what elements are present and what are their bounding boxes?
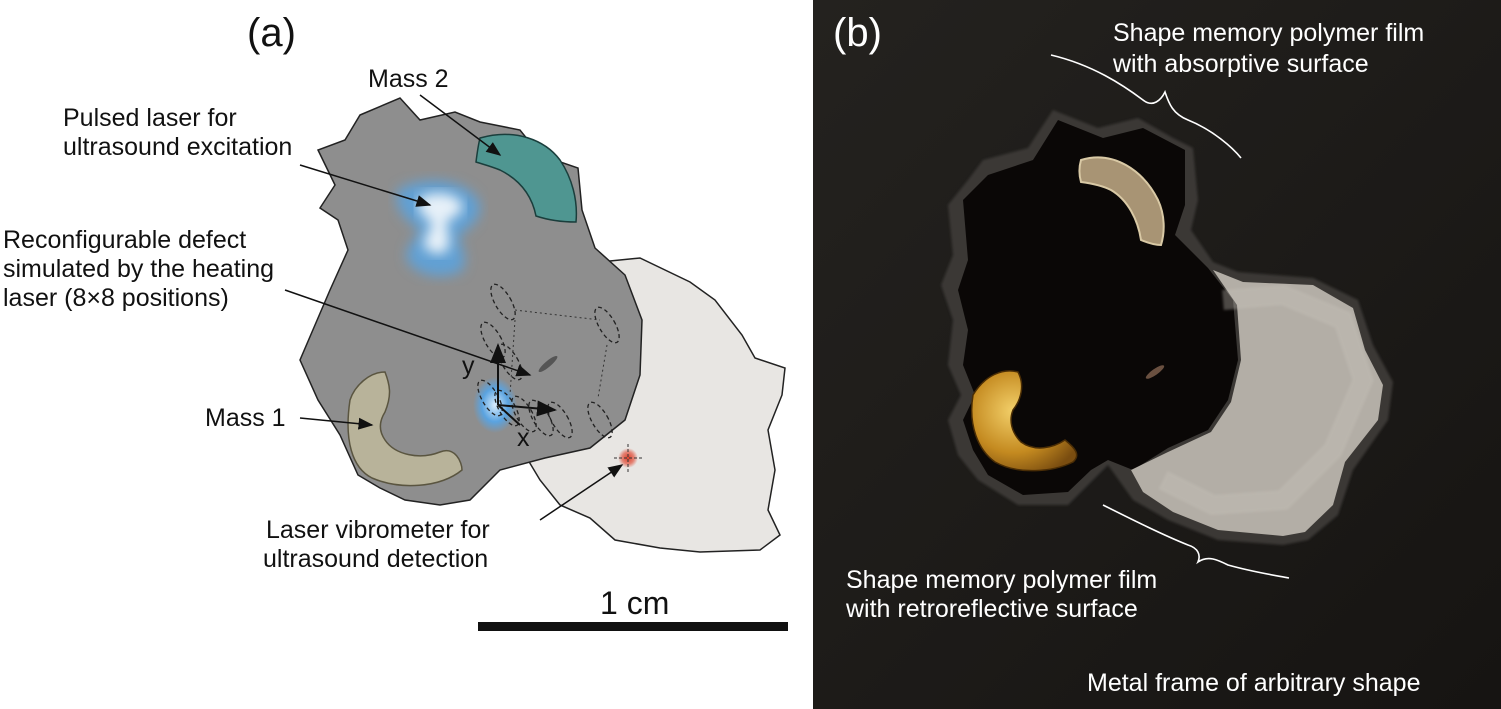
defect-label-line3: laser (8×8 positions)	[3, 284, 229, 312]
defect-mark	[538, 355, 558, 373]
vibrometer-label-line1: Laser vibrometer for	[266, 516, 490, 544]
scale-bar	[478, 622, 788, 631]
grid-outline	[509, 309, 608, 399]
mass1-label: Mass 1	[205, 404, 286, 432]
panel-b-photo: (b) Shape memory polymer film with absor…	[813, 0, 1501, 709]
absorptive-film	[958, 120, 1238, 495]
retroreflective-bracket	[1102, 504, 1290, 579]
panel-b-letter: (b)	[833, 11, 882, 55]
photo-defect-mark	[1145, 365, 1165, 379]
defect-label-line1: Reconfigurable defect	[3, 226, 247, 254]
panel-a-schematic: (a) Mass 2 Pulsed laser for ultrasound e…	[3, 11, 788, 631]
axis-y-label: y	[462, 352, 475, 380]
pulsed-laser-label-line2: ultrasound excitation	[63, 133, 293, 161]
retroreflective-label-line1: Shape memory polymer film	[846, 566, 1158, 594]
absorptive-bracket	[1050, 54, 1242, 159]
photo-drawing	[813, 0, 1501, 709]
mass1-shape	[347, 371, 463, 487]
photo-mass1	[971, 370, 1078, 472]
pulsed-laser-label-line1: Pulsed laser for	[63, 104, 237, 132]
photo-mass2	[1078, 156, 1165, 247]
defect-label-line2: simulated by the heating	[3, 255, 275, 283]
coordinate-axes	[490, 343, 557, 426]
scale-bar-label: 1 cm	[600, 585, 670, 621]
absorptive-label-line2: with absorptive surface	[1113, 50, 1369, 78]
vibrometer-spot	[614, 444, 642, 472]
frame-label: Metal frame of arbitrary shape	[1087, 669, 1421, 697]
panel-a-letter: (a)	[247, 11, 296, 55]
vibrometer-label-line2: ultrasound detection	[263, 545, 489, 573]
mass2-label: Mass 2	[368, 65, 449, 93]
axis-x-label: x	[517, 424, 530, 452]
mass2-shape	[475, 133, 578, 223]
absorptive-label-line1: Shape memory polymer film	[1113, 19, 1425, 47]
secondary-laser-spot	[473, 377, 517, 433]
retroreflective-label-line2: with retroreflective surface	[846, 595, 1138, 623]
leader-arrows	[284, 94, 624, 521]
schematic-drawing	[284, 94, 788, 631]
